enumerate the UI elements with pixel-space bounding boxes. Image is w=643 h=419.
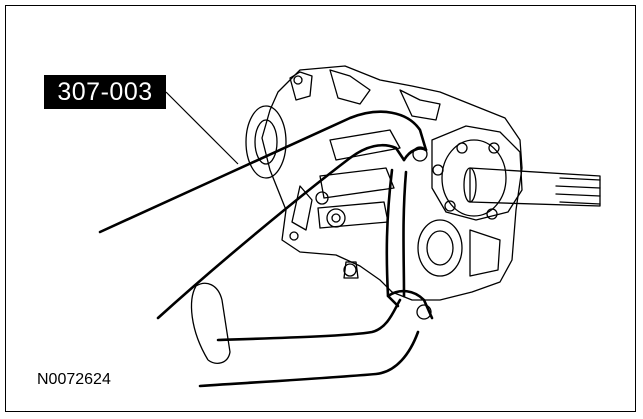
callout-leader xyxy=(165,91,239,165)
transmission-housing xyxy=(261,65,523,301)
lifting-tool xyxy=(98,110,434,388)
rear-flange xyxy=(431,125,523,221)
figure-frame xyxy=(5,5,636,412)
figure-id-label: N0072624 xyxy=(37,371,111,388)
output-shaft xyxy=(469,167,601,207)
upper-bolt xyxy=(412,146,428,162)
tool-callout-label: 307-003 xyxy=(44,75,166,109)
lower-bolt xyxy=(416,304,432,320)
input-bearing-housing xyxy=(245,105,287,179)
